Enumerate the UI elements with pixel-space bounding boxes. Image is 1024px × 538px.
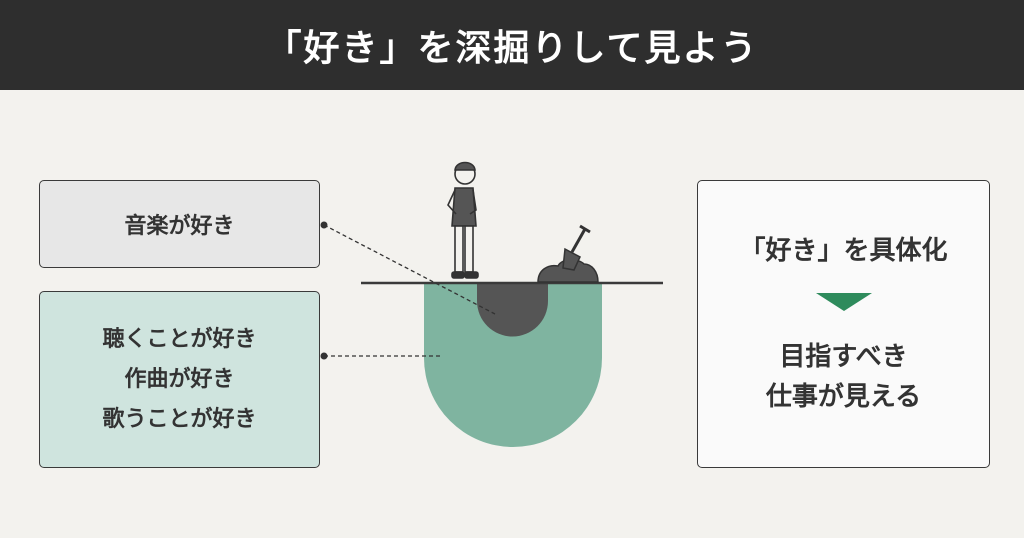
box-like-music: 音楽が好き (39, 180, 320, 268)
box-like-music-text: 音楽が好き (124, 214, 235, 239)
concretize-text: 「好き」を具体化 (739, 236, 948, 266)
box-result: 「好き」を具体化 目指すべき 仕事が見える (697, 180, 990, 468)
dug-area (477, 283, 548, 337)
page-title: 「好き」を深掘りして見よう (0, 0, 1024, 90)
box-detailed-likes: 聴くことが好き 作曲が好き 歌うことが好き (39, 291, 320, 468)
detailed-like-item: 聴くことが好き (102, 326, 257, 352)
shovel-icon (562, 224, 591, 271)
down-arrow-icon (815, 293, 872, 311)
detailed-like-item: 歌うことが好き (102, 406, 257, 432)
hole-shape (424, 283, 602, 447)
result-text: 目指すべき (779, 342, 908, 372)
person-figure (447, 161, 479, 279)
result-text: 仕事が見える (765, 382, 922, 412)
detailed-like-item: 作曲が好き (124, 366, 235, 392)
